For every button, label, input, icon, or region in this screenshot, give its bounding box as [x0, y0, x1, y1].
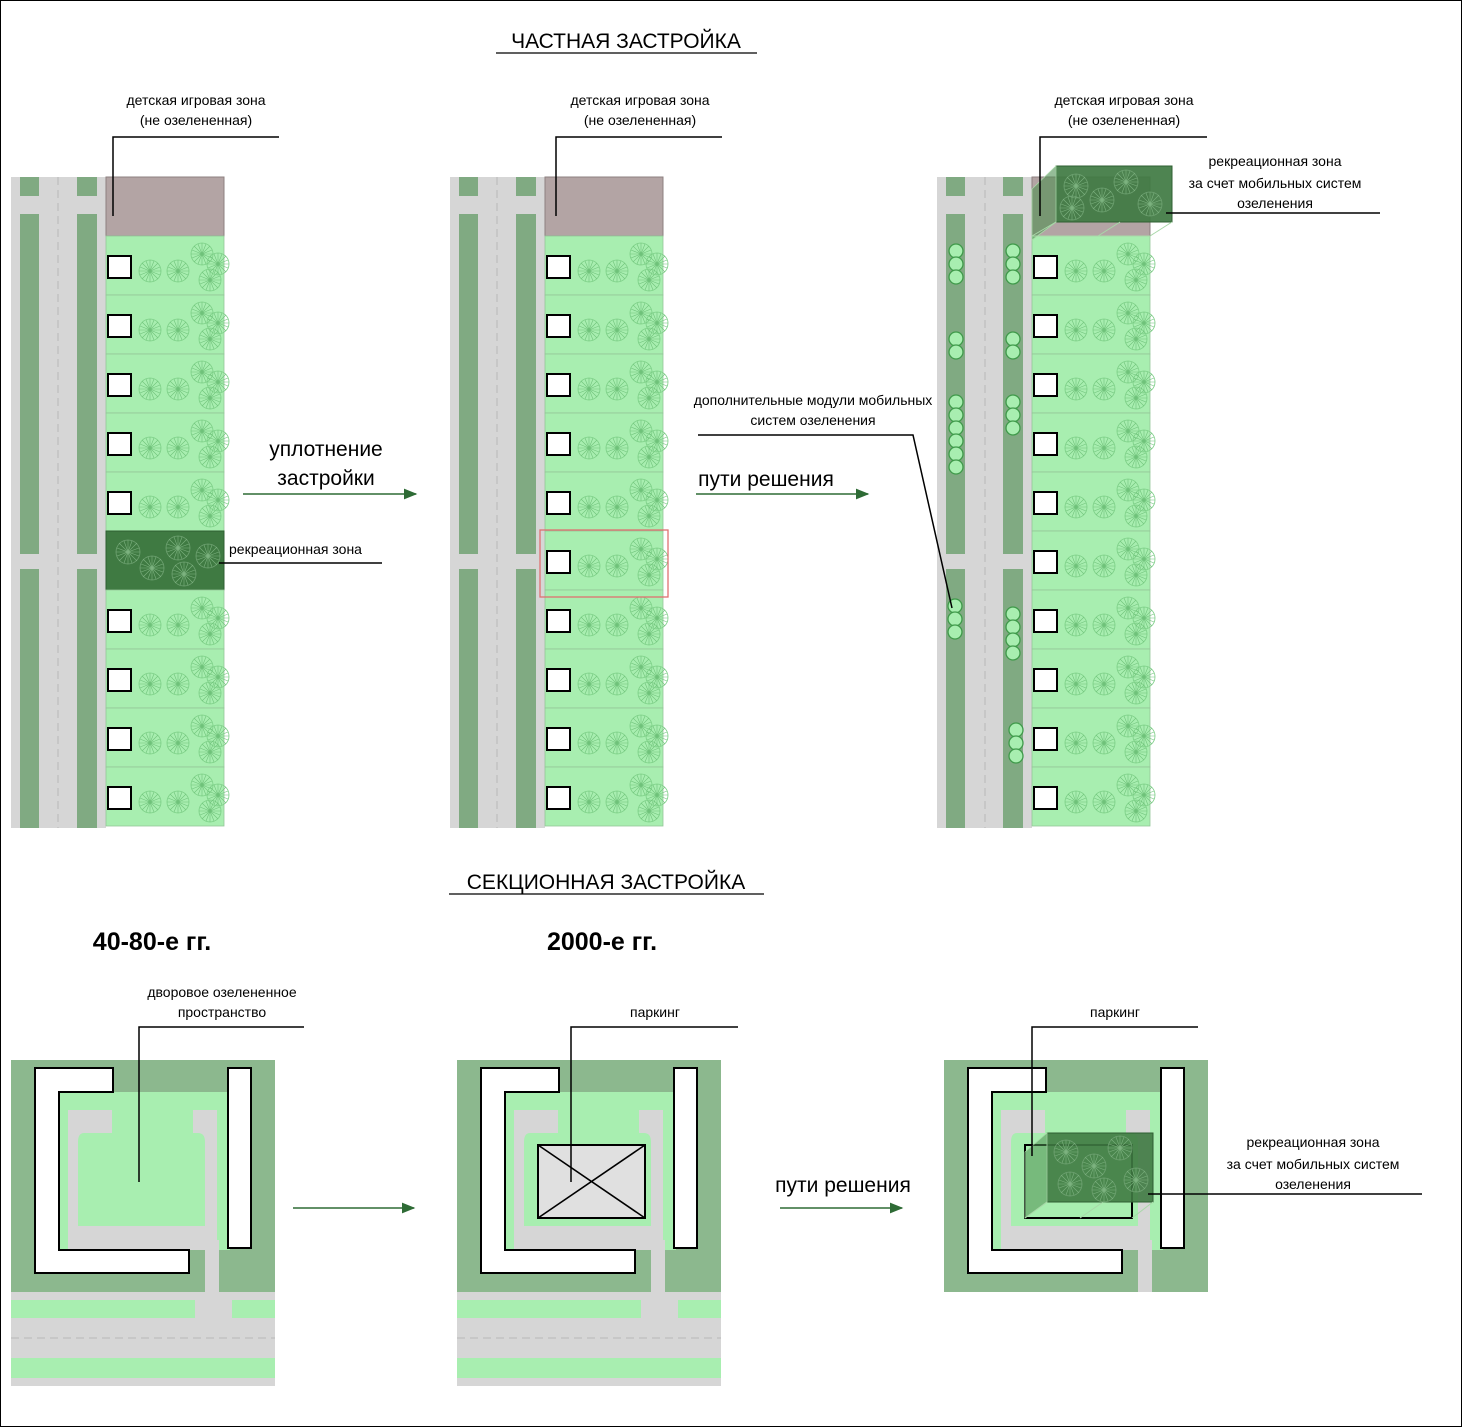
leader-line	[1031, 1026, 1198, 1156]
private-plan-solution	[937, 165, 1173, 828]
label-recreation-3c: озеленения	[1237, 195, 1313, 211]
private-plan-densified	[450, 176, 669, 828]
label-yard-a: дворовое озелененное	[147, 984, 296, 1000]
section-title-private: ЧАСТНАЯ ЗАСТРОЙКА	[511, 29, 741, 53]
leader-line	[698, 434, 953, 609]
mobile-recreation-module	[1024, 1132, 1154, 1219]
era-label-1: 40-80-е гг.	[93, 928, 211, 956]
parking-lot	[537, 1144, 646, 1219]
label-parking-2: паркинг	[630, 1004, 680, 1020]
arrow-label-densification-1: уплотнение	[269, 438, 382, 461]
leader-line	[138, 1026, 304, 1182]
label-recreation-s3b: за счет мобильных систем	[1227, 1156, 1400, 1172]
arrow-label-solutions-2: пути решения	[775, 1174, 911, 1197]
label-recreation-1: рекреационная зона	[229, 541, 362, 557]
sectional-plan-solution	[944, 1060, 1208, 1292]
label-recreation-3a: рекреационная зона	[1209, 153, 1342, 169]
mobile-recreation-module	[1031, 165, 1173, 241]
sectional-plan-original	[11, 1060, 275, 1386]
label-playground-2b: (не озелененная)	[584, 112, 696, 128]
label-recreation-s3c: озеленения	[1275, 1176, 1351, 1192]
arrow-label-solutions-1: пути решения	[698, 468, 834, 491]
playground-zone	[105, 176, 225, 237]
label-yard-b: пространство	[178, 1004, 267, 1020]
label-parking-3: паркинг	[1090, 1004, 1140, 1020]
leader-line	[555, 136, 722, 216]
label-playground-3b: (не озелененная)	[1068, 112, 1180, 128]
leader-line	[1039, 136, 1207, 216]
label-modules-a: дополнительные модули мобильных	[694, 392, 933, 408]
section-title-sectional: СЕКЦИОННАЯ ЗАСТРОЙКА	[467, 870, 745, 894]
private-plan-original	[11, 176, 229, 828]
era-label-2: 2000-е гг.	[547, 928, 657, 956]
label-recreation-3b: за счет мобильных систем	[1189, 175, 1362, 191]
label-playground-1b: (не озелененная)	[140, 112, 252, 128]
label-playground-2a: детская игровая зона	[570, 92, 709, 108]
label-modules-b: систем озеленения	[750, 412, 875, 428]
label-playground-3a: детская игровая зона	[1054, 92, 1193, 108]
new-lot-highlight	[539, 529, 669, 598]
label-playground-1a: детская игровая зона	[126, 92, 265, 108]
arrow-label-densification-2: застройки	[277, 467, 374, 490]
leader-line	[570, 1026, 738, 1182]
playground-zone	[544, 176, 664, 237]
green-strip	[20, 214, 39, 554]
sectional-plan-parking	[457, 1060, 721, 1386]
label-recreation-s3a: рекреационная зона	[1247, 1134, 1380, 1150]
leader-line	[112, 136, 279, 216]
